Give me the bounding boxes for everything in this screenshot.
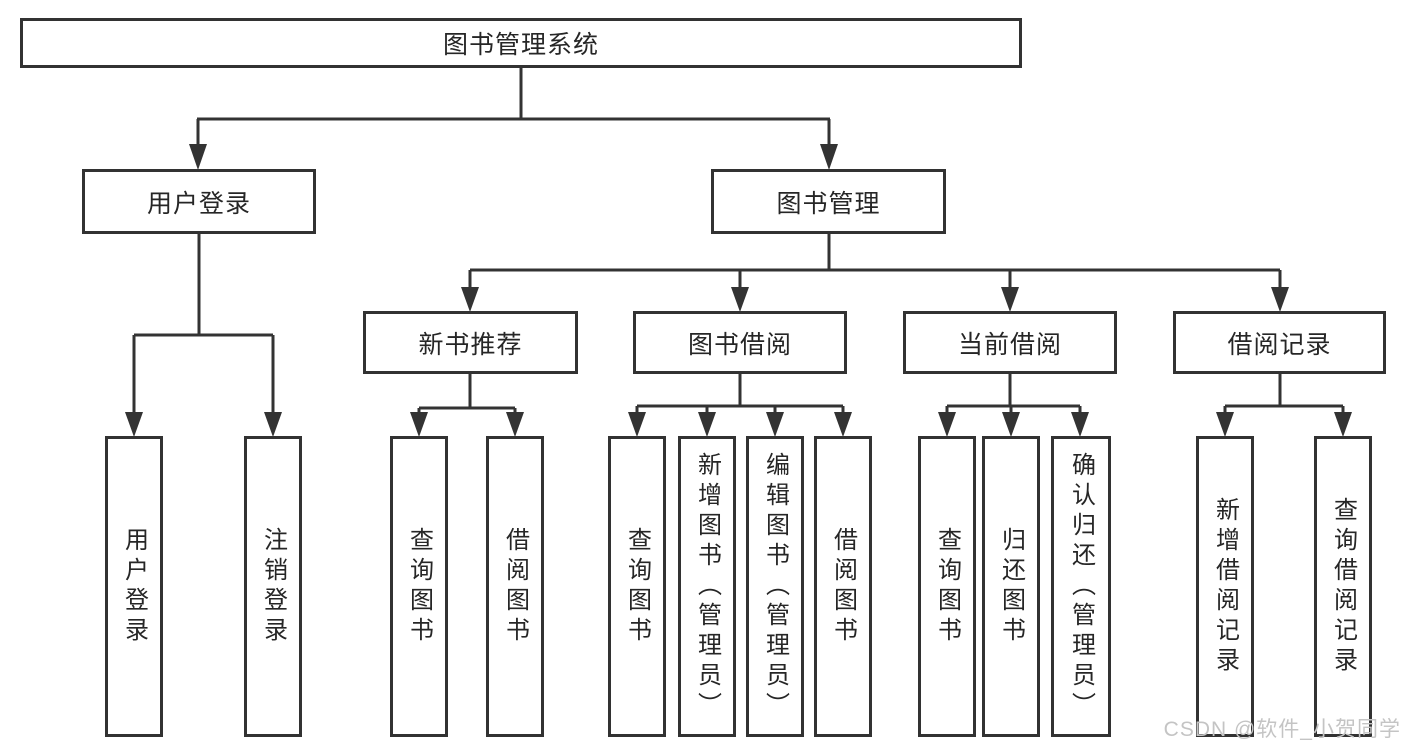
csdn-watermark: CSDN @软件_小贺同学 [1163, 718, 1401, 741]
leaf-current-query-books: 查询图书 [918, 436, 976, 737]
leaf-borrow-books: 借阅图书 [814, 436, 872, 737]
node-book-borrow: 图书借阅 [633, 311, 847, 374]
leaf-newbooks-borrow-books: 借阅图书 [486, 436, 544, 737]
leaf-newbooks-query-books: 查询图书 [390, 436, 448, 737]
node-user-login: 用户登录 [82, 169, 316, 234]
node-library-system: 图书管理系统 [20, 18, 1022, 68]
node-new-book-recommend: 新书推荐 [363, 311, 578, 374]
leaf-borrow-query-books: 查询图书 [608, 436, 666, 737]
leaf-user-login: 用户登录 [105, 436, 163, 737]
leaf-logout: 注销登录 [244, 436, 302, 737]
node-borrow-records: 借阅记录 [1173, 311, 1386, 374]
leaf-edit-books-admin: 编辑图书（管理员） [746, 436, 804, 737]
leaf-return-books: 归还图书 [982, 436, 1040, 737]
leaf-add-books-admin: 新增图书（管理员） [678, 436, 736, 737]
leaf-query-borrow-record: 查询借阅记录 [1314, 436, 1372, 737]
node-current-borrow: 当前借阅 [903, 311, 1117, 374]
leaf-confirm-return-admin: 确认归还（管理员） [1051, 436, 1111, 737]
leaf-add-borrow-record: 新增借阅记录 [1196, 436, 1254, 737]
node-book-management: 图书管理 [711, 169, 946, 234]
